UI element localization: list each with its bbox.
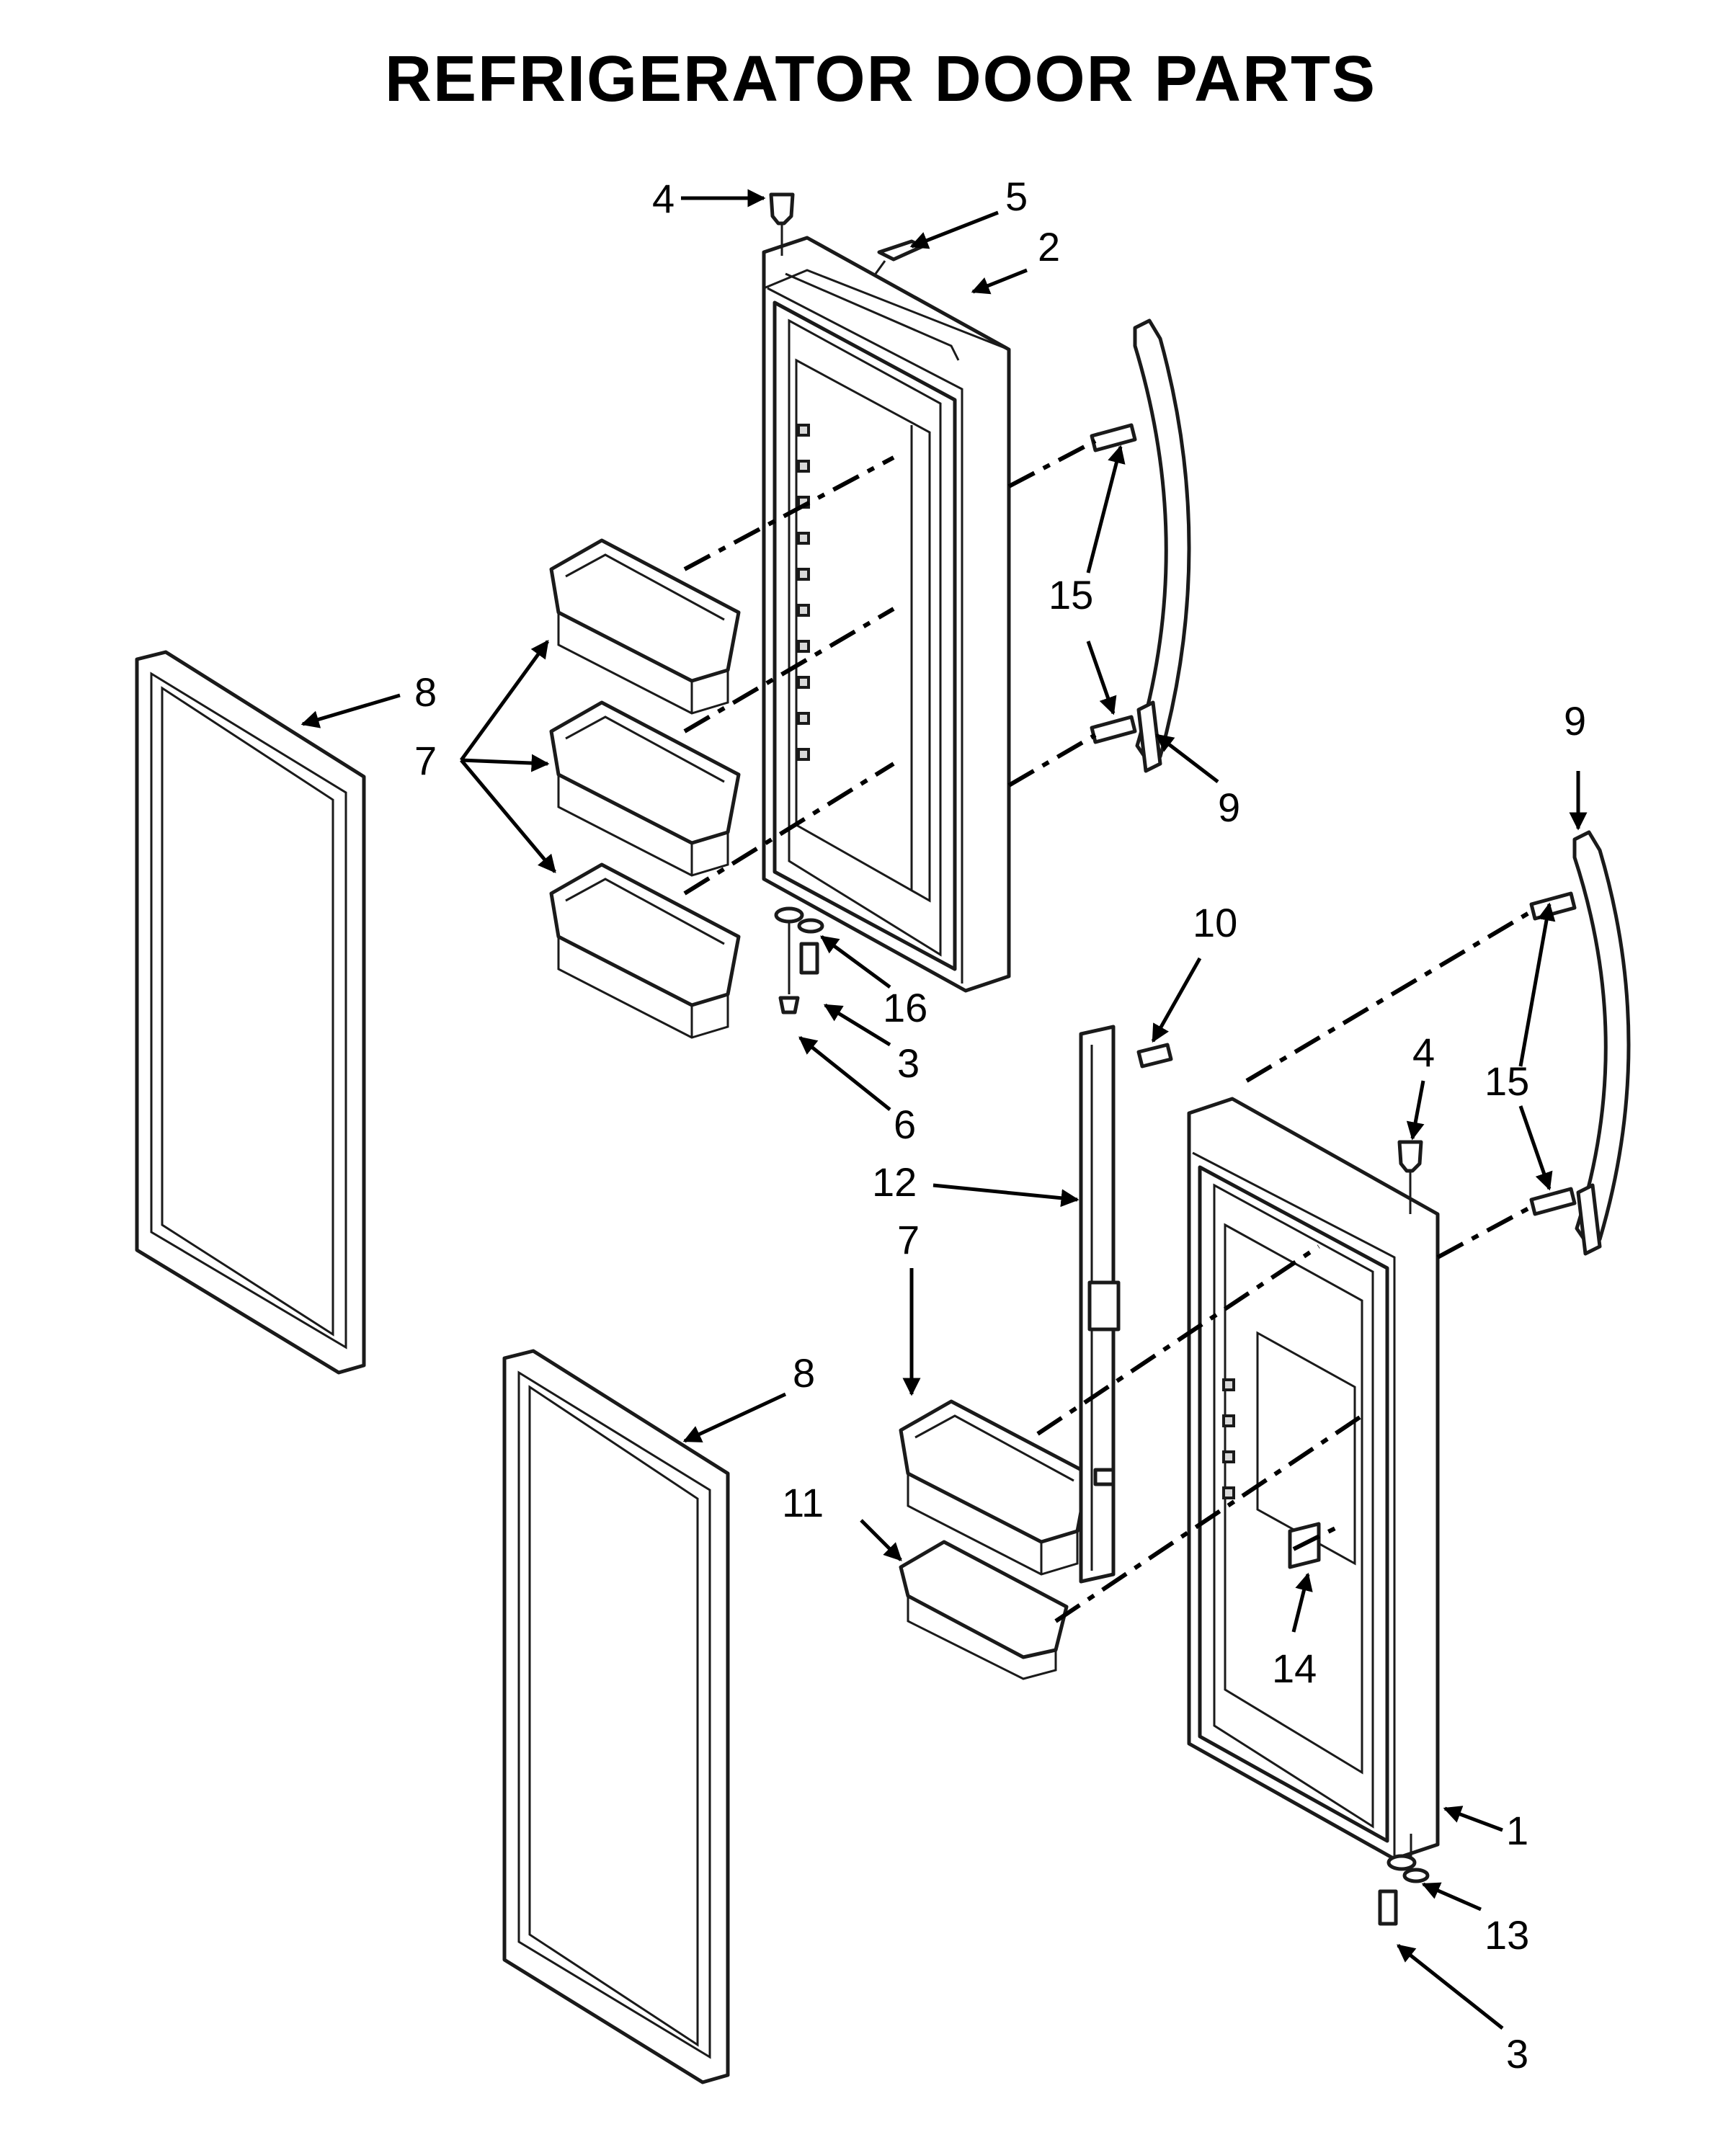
- callout-4: 4: [652, 176, 675, 221]
- callout-7: 7: [897, 1217, 920, 1262]
- callout-1: 1: [1506, 1808, 1528, 1853]
- right-door-assembly: [1187, 1097, 1440, 1861]
- callout-10: 10: [1193, 900, 1237, 945]
- callout-9: 9: [1218, 785, 1240, 830]
- callout-14: 14: [1272, 1646, 1317, 1691]
- handle-lower: [1572, 830, 1631, 1256]
- assembly-lines: [683, 439, 1533, 1623]
- small-door-bin: [899, 1540, 1069, 1680]
- door-bin-2: [549, 700, 741, 877]
- callout-8: 8: [793, 1350, 815, 1396]
- callout-15: 15: [1049, 572, 1093, 617]
- callout-3: 3: [1506, 2031, 1528, 2077]
- callout-8: 8: [414, 669, 437, 715]
- page-title: REFRIGERATOR DOOR PARTS: [385, 43, 1376, 115]
- hinge-pin-right: [1397, 1140, 1423, 1214]
- hinge-pin-upper: [769, 192, 795, 256]
- center-mullion: [1079, 1025, 1121, 1584]
- leader-arrows: [301, 189, 1588, 2030]
- callout-9: 9: [1564, 698, 1586, 744]
- mullion-bracket-screw: [1136, 1043, 1173, 1069]
- callout-2: 2: [1038, 224, 1060, 269]
- door-bin-4: [899, 1399, 1090, 1576]
- hinge-hardware-left: [774, 906, 824, 1014]
- door-bin-1: [549, 538, 741, 715]
- callout-4: 4: [1412, 1030, 1435, 1075]
- callout-6: 6: [894, 1102, 916, 1147]
- callout-12: 12: [872, 1159, 917, 1205]
- door-gasket-upper: [135, 650, 366, 1375]
- callout-3: 3: [897, 1040, 920, 1086]
- callout-13: 13: [1484, 1912, 1529, 1958]
- callout-5: 5: [1005, 174, 1028, 219]
- door-gasket-lower: [502, 1349, 730, 2084]
- callout-15: 15: [1484, 1058, 1529, 1104]
- door-bin-3: [549, 862, 741, 1039]
- callout-7: 7: [414, 738, 437, 783]
- callout-16: 16: [883, 985, 927, 1030]
- callout-11: 11: [782, 1480, 824, 1525]
- handle-upper: [1133, 318, 1191, 773]
- hinge-hardware-right: [1378, 1834, 1430, 1926]
- callout-labels: 4 5 2 8 7 15 9 9 10 16 3 6 4 15 12 7 8 1…: [414, 174, 1586, 2077]
- shelf-pegs-right: [1222, 1378, 1235, 1499]
- shelf-pegs-left: [797, 424, 810, 761]
